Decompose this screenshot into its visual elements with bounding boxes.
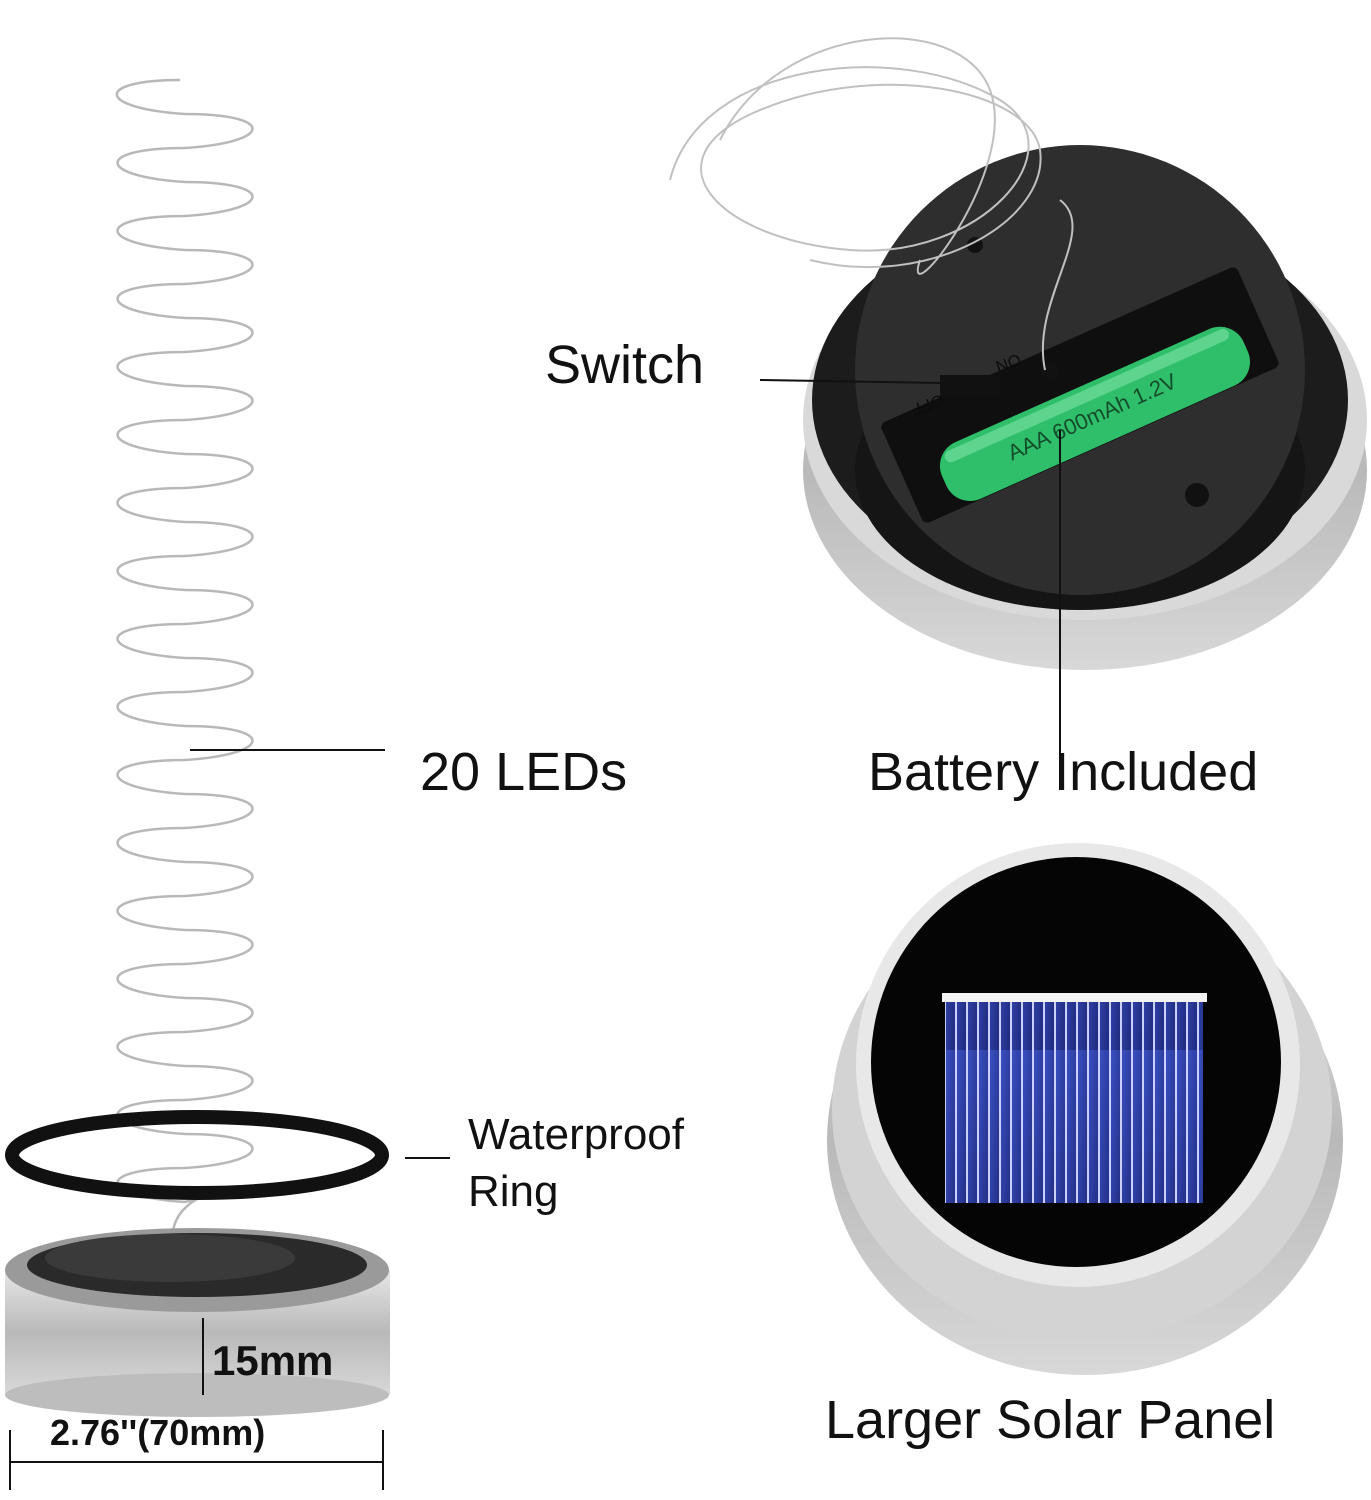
- battery-lid: AAA 600mAh 1.2V ON OFF: [803, 145, 1367, 670]
- diameter-label: 2.76''(70mm): [50, 1412, 266, 1453]
- switch-leader: [759, 379, 941, 384]
- top-wire-tangle: [669, 37, 1074, 371]
- ring-label-line1: Waterproof: [468, 1110, 685, 1159]
- waterproof-ring: [5, 1110, 389, 1200]
- leds-label: 20 LEDs: [420, 742, 628, 802]
- led-wire-spiral: [115, 78, 254, 1251]
- solar-lid: [827, 843, 1343, 1375]
- ring-label-line2: Ring: [468, 1167, 559, 1216]
- battery-label: Battery Included: [868, 742, 1259, 802]
- height-label: 15mm: [212, 1337, 334, 1384]
- solar-label: Larger Solar Panel: [825, 1390, 1276, 1450]
- solar-panel: [945, 1000, 1203, 1203]
- power-switch: [940, 375, 1000, 397]
- switch-label: Switch: [545, 335, 705, 395]
- left-lid: [5, 1228, 390, 1417]
